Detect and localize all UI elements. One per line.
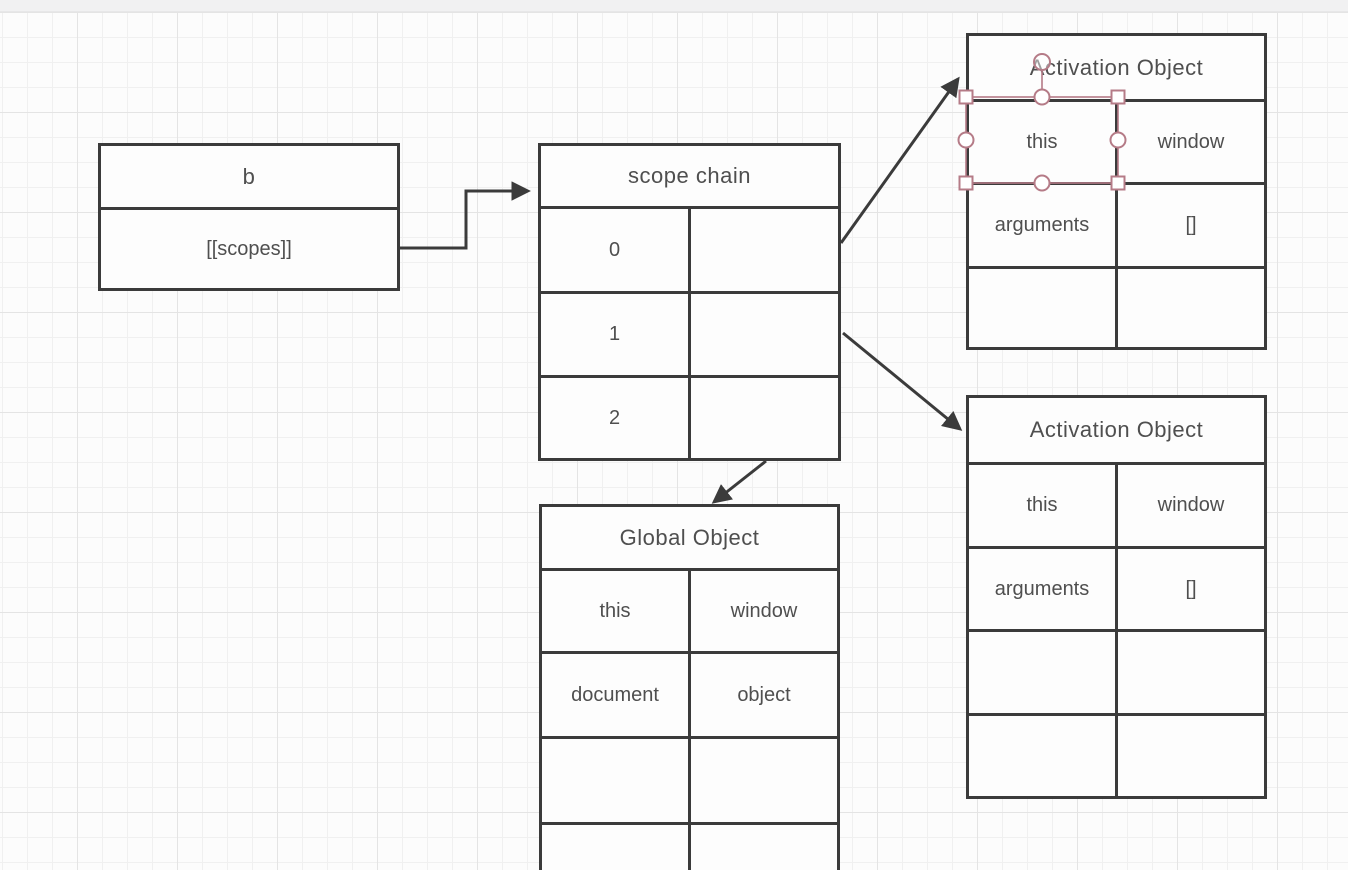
table-cell[interactable] [691, 378, 838, 458]
shape-title: scope chain [628, 163, 751, 188]
table-cell[interactable] [1118, 269, 1264, 347]
shape-scope-chain[interactable]: scope chain 0 1 2 [538, 143, 841, 461]
table-cell[interactable]: arguments [969, 185, 1118, 266]
shape-b-variable[interactable]: b [[scopes]] [98, 143, 400, 291]
shape-activation-object-top[interactable]: Activation Object this window arguments … [966, 33, 1267, 350]
table-row[interactable] [969, 629, 1264, 713]
table-row[interactable]: 2 [541, 375, 838, 458]
cell-text: 0 [608, 238, 621, 261]
table-cell[interactable] [542, 739, 691, 822]
table-cell[interactable]: window [1118, 465, 1264, 546]
table-cell-selected[interactable]: this [969, 102, 1118, 182]
table-cell[interactable] [691, 739, 837, 822]
cell-text: this [1026, 494, 1058, 516]
table-row[interactable]: 1 [541, 291, 838, 375]
cell-text: arguments [994, 577, 1090, 600]
table-row[interactable]: this window [969, 99, 1264, 182]
cell-text: window [1157, 130, 1225, 153]
table-cell[interactable]: [] [1118, 185, 1264, 266]
table-row[interactable]: this window [969, 462, 1264, 546]
cell-text: object [737, 683, 791, 706]
table-cell[interactable]: window [1118, 102, 1264, 182]
shape-activation-bottom-header[interactable]: Activation Object [969, 398, 1264, 462]
table-cell[interactable] [969, 632, 1118, 713]
connector-scope1-to-activation-bottom[interactable] [842, 331, 963, 431]
cell-text: this [1026, 130, 1058, 153]
shape-title: b [242, 163, 256, 189]
table-cell[interactable]: document [542, 654, 691, 736]
connector-b-to-scope-chain[interactable] [400, 181, 531, 250]
connector-scope2-to-global[interactable] [711, 459, 767, 504]
connector-scope0-to-activation-top[interactable] [839, 76, 960, 244]
table-row[interactable]: arguments [] [969, 546, 1264, 629]
cell-text: 1 [608, 323, 621, 345]
cell-text: this [599, 599, 631, 622]
table-row[interactable] [969, 713, 1264, 796]
table-cell[interactable]: [[scopes]] [101, 210, 397, 288]
table-row[interactable] [542, 822, 837, 870]
table-cell[interactable]: window [691, 571, 837, 651]
cell-text: window [730, 599, 798, 622]
shape-title: Activation Object [1029, 54, 1204, 80]
shape-title: Activation Object [1029, 417, 1204, 442]
table-row[interactable]: 0 [541, 206, 838, 291]
table-cell[interactable] [969, 269, 1118, 347]
table-row[interactable]: this window [542, 568, 837, 651]
table-cell[interactable] [691, 209, 838, 291]
table-cell[interactable] [1118, 716, 1264, 796]
table-cell[interactable]: this [542, 571, 691, 651]
table-cell[interactable] [1118, 632, 1264, 713]
cell-text: 2 [608, 406, 621, 429]
table-row[interactable]: [[scopes]] [101, 207, 397, 288]
table-row[interactable] [542, 736, 837, 822]
shape-activation-top-header[interactable]: Activation Object [969, 36, 1264, 99]
cell-text: window [1157, 494, 1225, 516]
cell-text: arguments [994, 214, 1090, 236]
cell-text: [] [1185, 577, 1197, 600]
table-cell[interactable] [969, 716, 1118, 796]
table-cell[interactable]: 1 [541, 294, 691, 375]
shape-title: Global Object [619, 524, 760, 550]
table-cell[interactable] [542, 825, 691, 870]
cell-text: document [571, 683, 659, 706]
shape-activation-object-bottom[interactable]: Activation Object this window arguments … [966, 395, 1267, 799]
shape-b-header[interactable]: b [101, 146, 397, 207]
table-cell[interactable] [691, 825, 837, 870]
cell-text: [[scopes]] [206, 237, 292, 260]
table-cell[interactable]: 0 [541, 209, 691, 291]
table-row[interactable]: document object [542, 651, 837, 736]
table-cell[interactable]: [] [1118, 549, 1264, 629]
shape-global-header[interactable]: Global Object [542, 507, 837, 568]
cell-text: [] [1185, 214, 1197, 236]
table-row[interactable] [969, 266, 1264, 347]
table-cell[interactable]: 2 [541, 378, 691, 458]
table-row[interactable]: arguments [] [969, 182, 1264, 266]
table-cell[interactable] [691, 294, 838, 375]
table-cell[interactable]: this [969, 465, 1118, 546]
shape-scope-chain-header[interactable]: scope chain [541, 146, 838, 206]
top-strip [0, 0, 1348, 12]
table-cell[interactable]: arguments [969, 549, 1118, 629]
shape-global-object[interactable]: Global Object this window document objec… [539, 504, 840, 870]
table-cell[interactable]: object [691, 654, 837, 736]
